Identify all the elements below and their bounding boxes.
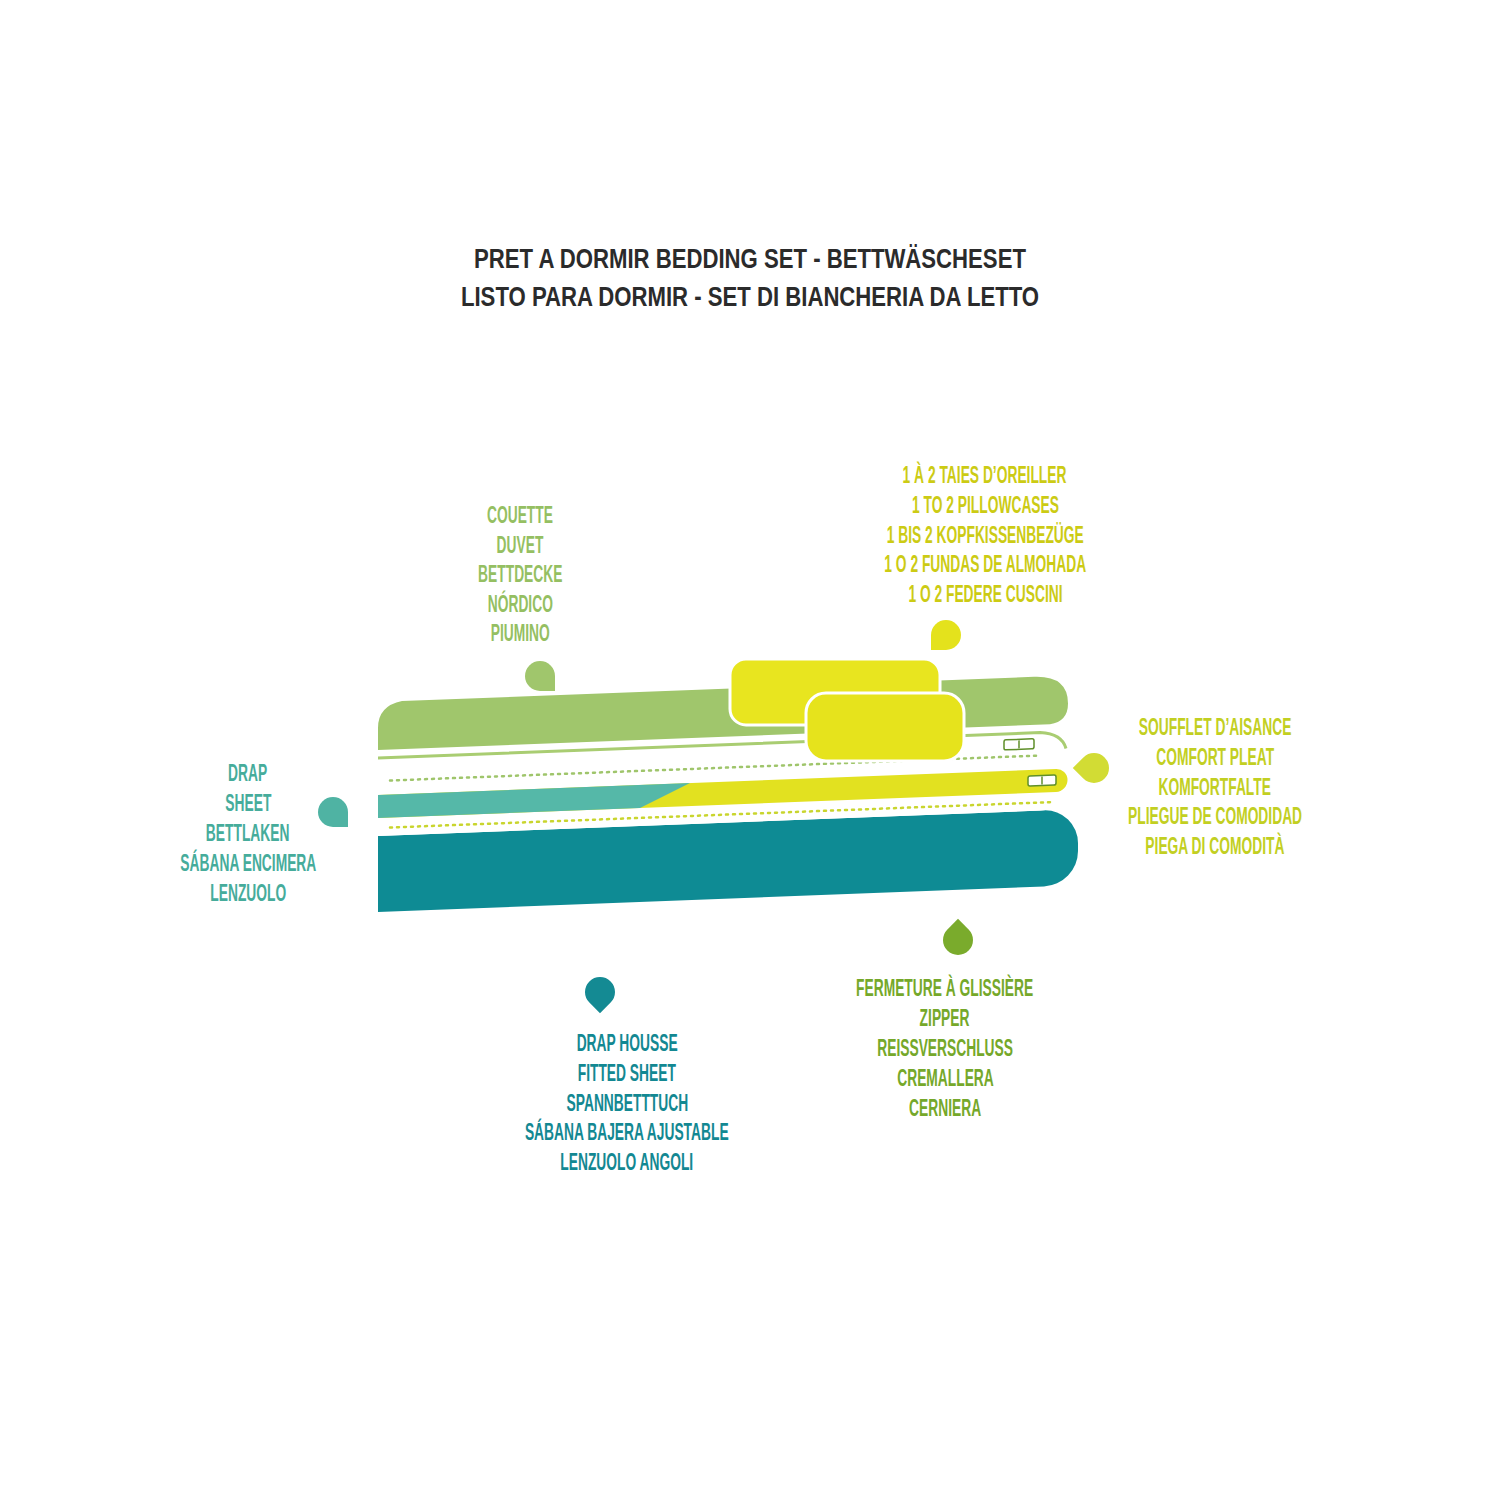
callout-line: PIEGA DI COMODITÀ [915, 831, 1500, 861]
callout-label: LENZUOLO [210, 878, 286, 908]
callout-label: 1 O 2 FEDERE CUSCINI [908, 579, 1062, 609]
callout-line: FITTED SHEET [327, 1058, 927, 1088]
callout-line: BETTLAKEN [0, 818, 548, 848]
callout-line: 1 O 2 FEDERE CUSCINI [685, 579, 1285, 609]
callout-label: SPANNBETTTUCH [566, 1088, 688, 1118]
callout-line: DRAP [0, 758, 548, 788]
fitted-stitch-line [390, 802, 1050, 827]
zipper-symbol [1028, 775, 1056, 786]
callout-label: LENZUOLO ANGOLI [561, 1147, 694, 1177]
callout-label: 1 TO 2 PILLOWCASES [912, 490, 1059, 520]
pillow-shape [806, 693, 964, 761]
callout-line: 1 À 2 TAIES D’OREILLER [685, 460, 1285, 490]
callout-label: SÁBANA ENCIMERA [180, 848, 316, 878]
callout-label: NÓRDICO [487, 589, 552, 619]
callout-line: BETTDECKE [220, 559, 820, 589]
leaf-marker [579, 971, 621, 1013]
callout-label: SHEET [225, 788, 271, 818]
callout-label: COMFORT PLEAT [1156, 742, 1274, 772]
callout-line: SHEET [0, 788, 548, 818]
bed-drawing [378, 675, 1078, 912]
callout-line: SPANNBETTTUCH [327, 1088, 927, 1118]
callout-label: COUETTE [487, 500, 553, 530]
callout-line: LENZUOLO ANGOLI [327, 1147, 927, 1177]
callout-line: 1 BIS 2 KOPFKISSENBEZÜGE [685, 520, 1285, 550]
leaf-marker [525, 661, 555, 691]
callout-label: SOUFFLET D’AISANCE [1139, 712, 1292, 742]
callout-line: 1 O 2 FUNDAS DE ALMOHADA [685, 549, 1285, 579]
callout-label: CREMALLERA [897, 1063, 994, 1093]
title-block: PRET A DORMIR BEDDING SET - BETTWÄSCHESE… [385, 240, 1115, 316]
sheet-edge-line [378, 796, 1050, 822]
zipper-slider [1041, 776, 1043, 784]
zipper-slider [1018, 740, 1020, 748]
callout-label: 1 O 2 FUNDAS DE ALMOHADA [884, 549, 1086, 579]
callout-label: SÁBANA BAJERA AJUSTABLE [525, 1117, 729, 1147]
callout-line: PLIEGUE DE COMODIDAD [915, 801, 1500, 831]
callout-label: BETTLAKEN [206, 818, 290, 848]
callout-line: 1 TO 2 PILLOWCASES [685, 490, 1285, 520]
callout-line: FERMETURE À GLISSIÈRE [645, 973, 1245, 1003]
callout-line: COMFORT PLEAT [915, 742, 1500, 772]
callout-label: KOMFORTFALTE [1159, 772, 1271, 802]
leaf-marker [318, 797, 348, 827]
callout-label: PIUMINO [490, 618, 549, 648]
leaf-marker [1073, 747, 1115, 789]
callout-line: CERNIERA [645, 1093, 1245, 1123]
callout-line: KOMFORTFALTE [915, 772, 1500, 802]
callout-label: DRAP [228, 758, 267, 788]
diagram-title: PRET A DORMIR BEDDING SET - BETTWÄSCHESE… [451, 240, 1050, 316]
leaf-marker [937, 919, 979, 961]
callout-line: SÁBANA BAJERA AJUSTABLE [327, 1117, 927, 1147]
callout-line: SÁBANA ENCIMERA [0, 848, 548, 878]
callout-label: PIEGA DI COMODITÀ [1145, 831, 1284, 861]
callout-line: DUVET [220, 530, 820, 560]
callout-label: FITTED SHEET [578, 1058, 676, 1088]
callout-label: CERNIERA [909, 1093, 981, 1123]
callout-line: NÓRDICO [220, 589, 820, 619]
callout-line: PIUMINO [220, 618, 820, 648]
callout-line: LENZUOLO [0, 878, 548, 908]
callout-line: COUETTE [220, 500, 820, 530]
callout-label: DUVET [497, 530, 544, 560]
callout-label: DRAP HOUSSE [577, 1028, 678, 1058]
callout-line: DRAP HOUSSE [327, 1028, 927, 1058]
callout-label: ZIPPER [920, 1003, 970, 1033]
leaf-marker [931, 620, 961, 650]
callout-line: CREMALLERA [645, 1063, 1245, 1093]
callout-line: REISSVERSCHLUSS [645, 1033, 1245, 1063]
zipper-symbol [1004, 739, 1034, 750]
callout-label: REISSVERSCHLUSS [877, 1033, 1013, 1063]
callout-label: 1 BIS 2 KOPFKISSENBEZÜGE [886, 520, 1083, 550]
callout-label: FERMETURE À GLISSIÈRE [856, 973, 1033, 1003]
callout-label: BETTDECKE [478, 559, 562, 589]
callout-line: SOUFFLET D’AISANCE [915, 712, 1500, 742]
callout-line: ZIPPER [645, 1003, 1245, 1033]
callout-label: 1 À 2 TAIES D’OREILLER [903, 460, 1067, 490]
callout-label: PLIEGUE DE COMODIDAD [1128, 801, 1302, 831]
